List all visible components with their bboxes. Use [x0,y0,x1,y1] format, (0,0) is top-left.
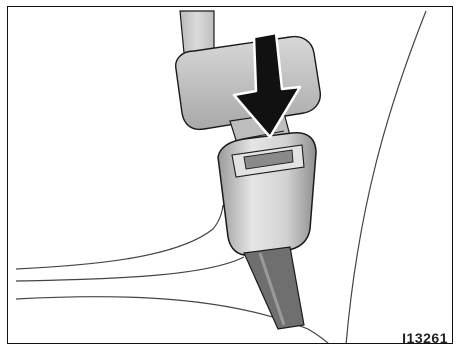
seat-belt-buckle-icon [218,133,316,256]
seat-belt-buckle-drawing [8,7,453,344]
figure-id-label: I13261 [402,330,448,346]
belt-lower-strap [244,247,304,329]
illustration-frame [7,6,453,344]
belt-upper-strap [180,11,214,53]
